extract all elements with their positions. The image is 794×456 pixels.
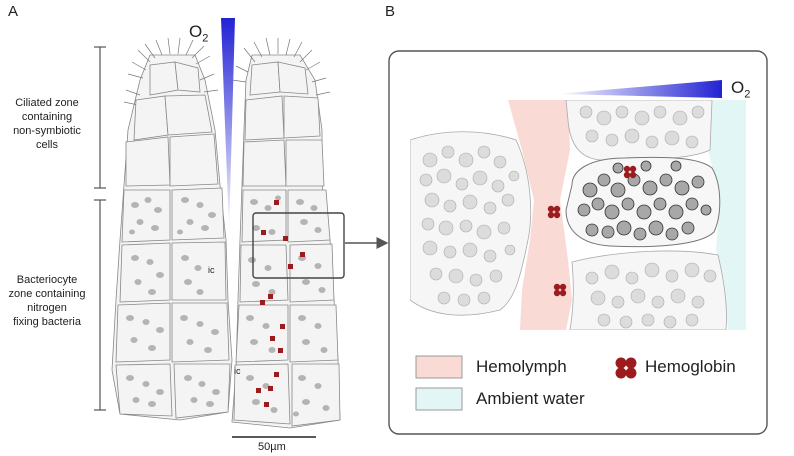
oxygen-symbol: O xyxy=(731,78,745,97)
zone-line: cells xyxy=(35,139,58,151)
gill-filament-right xyxy=(231,37,341,429)
zone-line: fixing bacteria xyxy=(13,316,81,328)
gill-filament-left xyxy=(111,37,233,421)
intercalary-cell-label: ic xyxy=(234,366,241,376)
scale-bar-label: 50µm xyxy=(258,441,286,453)
hemoglobin-markers-panel-a xyxy=(256,200,305,407)
zone-line: zone containing xyxy=(8,288,86,300)
oxygen-gradient-wedge-horizontal xyxy=(556,80,722,98)
oxygen-gradient-wedge xyxy=(221,18,235,232)
oxygen-symbol: O xyxy=(189,22,203,41)
legend-label-hemolymph: Hemolymph xyxy=(476,357,567,376)
zone-line: non-symbiotic xyxy=(13,125,81,137)
legend-swatch-ambient-water xyxy=(415,387,463,411)
intercalary-cell-label: ic xyxy=(208,265,215,275)
bacteriocyte-zone-bracket xyxy=(94,199,106,411)
legend-label-hemoglobin: Hemoglobin xyxy=(645,357,736,376)
zone-line: containing xyxy=(21,111,73,123)
bacteria-dots-panel-a xyxy=(126,195,330,417)
legend-swatch-hemolymph xyxy=(415,355,463,379)
oxygen-subscript: 2 xyxy=(744,88,751,101)
panel-a-letter: A xyxy=(8,3,19,20)
zone-line: Ciliated zone xyxy=(15,97,79,109)
hemoglobin-clusters xyxy=(547,165,637,297)
tissue-illustration xyxy=(410,100,746,330)
legend-label-ambient-water: Ambient water xyxy=(476,389,585,408)
zoom-region-box xyxy=(252,212,345,279)
bacteriocyte-zone-label: Bacteriocyte zone containing nitrogen fi… xyxy=(2,273,92,329)
legend-swatch-hemoglobin xyxy=(615,357,637,379)
oxygen-label-panel-b: O2 xyxy=(731,78,750,100)
panel-b-letter: B xyxy=(385,3,396,20)
ciliated-zone-label: Ciliated zone containing non-symbiotic c… xyxy=(2,96,92,152)
oxygen-subscript: 2 xyxy=(202,32,209,45)
oxygen-label-panel-a: O2 xyxy=(189,22,208,44)
ciliated-zone-bracket xyxy=(94,46,106,189)
zone-line: nitrogen xyxy=(27,302,67,314)
zone-line: Bacteriocyte xyxy=(16,274,78,286)
